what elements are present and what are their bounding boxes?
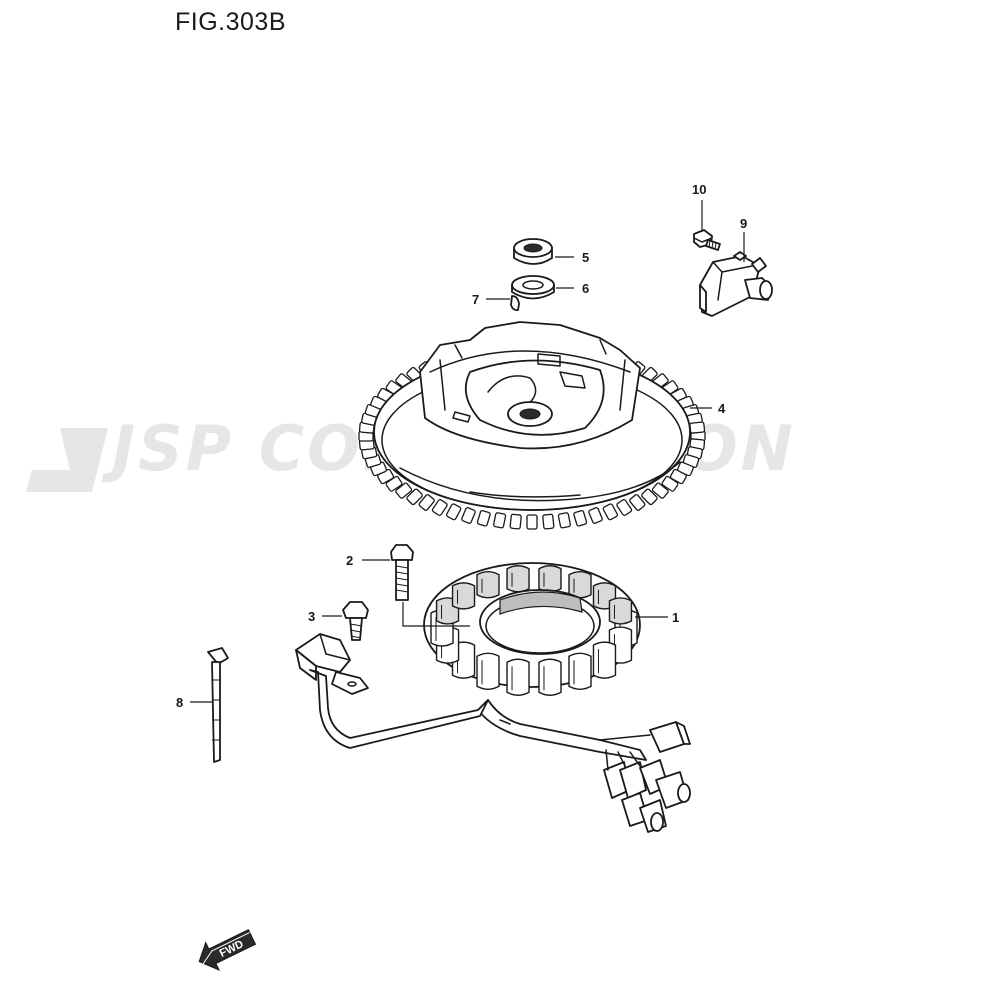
gear-tooth	[651, 482, 669, 499]
callout-3: 3	[308, 609, 315, 624]
gear-tooth	[431, 499, 448, 516]
callout-1: 1	[672, 610, 679, 625]
stator-coil	[608, 597, 633, 625]
callout-7: 7	[472, 292, 479, 307]
stator-coil	[451, 582, 476, 610]
gear-tooth	[526, 514, 538, 530]
fwd-label: FWD	[218, 938, 246, 960]
callout-2: 2	[346, 553, 353, 568]
stator-coil	[476, 571, 500, 599]
stator-coils	[430, 565, 638, 696]
flywheel-washer[interactable]	[511, 275, 555, 300]
gear-tooth	[557, 512, 571, 529]
gear-tooth	[461, 507, 476, 524]
callout-9: 9	[740, 216, 747, 231]
gear-tooth	[602, 503, 618, 521]
stator-coil-assembly[interactable]	[423, 562, 651, 761]
gear-tooth	[418, 494, 435, 511]
gear-tooth	[446, 503, 462, 521]
gear-tooth	[476, 509, 491, 527]
stator-coil	[568, 652, 592, 690]
gear-tooth	[689, 421, 706, 434]
gear-tooth	[395, 482, 413, 499]
gear-tooth	[542, 513, 555, 530]
stator-bolt[interactable]	[390, 544, 414, 601]
gear-tooth	[629, 494, 646, 511]
callout-5: 5	[582, 250, 589, 265]
stator-coil	[592, 641, 617, 679]
gear-tooth	[669, 468, 687, 485]
figure-title: FIG.303B	[175, 8, 286, 36]
stator-coil	[538, 658, 562, 696]
gear-tooth	[573, 509, 588, 527]
fwd-direction-arrow: FWD	[198, 929, 257, 971]
callout-6: 6	[582, 281, 589, 296]
stator-coil	[506, 565, 530, 593]
callout-4: 4	[718, 401, 726, 416]
gear-tooth	[661, 475, 679, 492]
flywheel-rotor[interactable]	[358, 321, 706, 530]
stator-coil	[538, 565, 562, 593]
stator-coil	[568, 571, 592, 599]
coil-bolt[interactable]	[342, 601, 369, 641]
pulser-sensor[interactable]	[699, 251, 773, 317]
cable-tie[interactable]	[207, 647, 229, 763]
stator-coil	[476, 652, 500, 690]
sensor-bolt[interactable]	[693, 229, 721, 251]
gear-tooth	[616, 499, 633, 516]
callout-10: 10	[692, 182, 706, 197]
flywheel-nut[interactable]	[513, 238, 553, 265]
gear-tooth	[588, 507, 603, 524]
gear-tooth	[641, 488, 658, 506]
stator-coil	[506, 658, 530, 696]
ignition-coil-lead[interactable]	[295, 633, 489, 749]
gear-tooth	[493, 512, 507, 529]
leader-lines	[190, 200, 745, 703]
gear-tooth	[509, 513, 522, 530]
callout-labels: 5 6 7 4 10 9 2 3 1 8	[176, 182, 747, 710]
gear-tooth	[406, 488, 423, 506]
callout-8: 8	[176, 695, 183, 710]
woodruff-key[interactable]	[510, 295, 520, 312]
stator-connectors[interactable]	[603, 721, 691, 833]
